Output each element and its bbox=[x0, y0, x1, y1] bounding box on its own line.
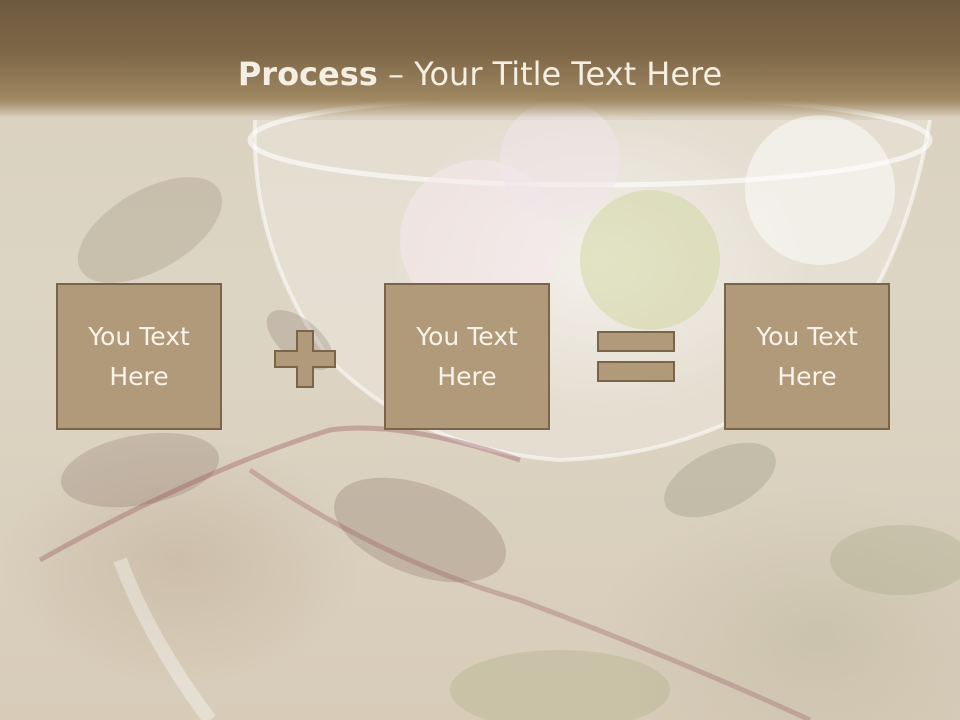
process-box-3[interactable]: You Text Here bbox=[724, 283, 890, 430]
slide-title[interactable]: Process – Your Title Text Here bbox=[0, 52, 960, 96]
process-box-3-text: You Text Here bbox=[756, 321, 858, 391]
plus-icon bbox=[274, 330, 336, 388]
process-box-1[interactable]: You Text Here bbox=[56, 283, 222, 430]
process-box-2-text: You Text Here bbox=[416, 321, 518, 391]
process-box-1-text: You Text Here bbox=[88, 321, 190, 391]
title-rest: – Your Title Text Here bbox=[377, 55, 723, 93]
header-band bbox=[0, 0, 960, 118]
title-bold: Process bbox=[237, 55, 378, 93]
equals-icon bbox=[597, 331, 675, 382]
process-box-2[interactable]: You Text Here bbox=[384, 283, 550, 430]
